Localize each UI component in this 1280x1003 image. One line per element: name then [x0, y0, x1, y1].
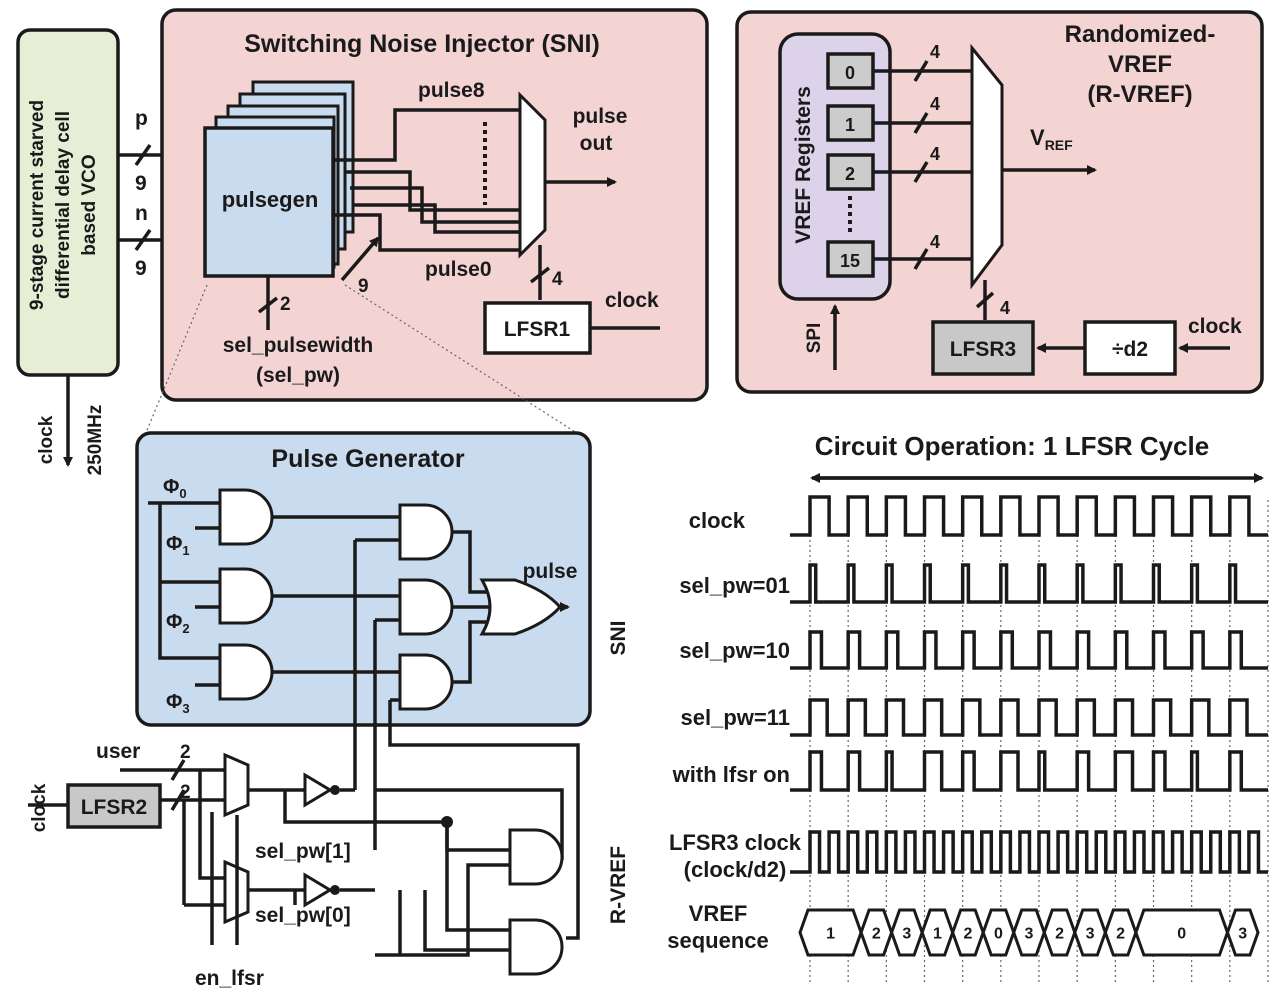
- phi1-label: Φ1: [166, 533, 190, 558]
- wave-selpw10: [790, 630, 1268, 670]
- wave-selpw01: [790, 563, 1268, 604]
- user-label: user: [96, 740, 140, 763]
- sni-clock-label: clock: [605, 289, 659, 312]
- stack-width-label: 9: [358, 276, 369, 297]
- n-width: 9: [135, 257, 147, 280]
- vref-register-2: 2: [845, 164, 855, 184]
- sel-pw0-label: sel_pw[0]: [255, 904, 351, 927]
- vref-seq-value: 3: [902, 926, 911, 943]
- wave-clock: [790, 495, 1268, 537]
- vco-freq-label: 250MHz: [85, 405, 106, 476]
- sni-sel-width: 2: [280, 294, 291, 315]
- vref-seq-value: 2: [1116, 926, 1125, 943]
- rvref-title-line3: (R-VREF): [1087, 81, 1192, 108]
- row-label-lfsr-on: with lfsr on: [672, 762, 790, 787]
- pulsegen-label: pulsegen: [222, 187, 319, 212]
- timing-group-rvref: R-VREF: [607, 846, 630, 924]
- bus-width-1: 4: [930, 94, 940, 114]
- row-label-vref-line1: VREF: [689, 901, 748, 926]
- user-width: 2: [180, 742, 191, 763]
- vref-seq-value: 3: [1238, 926, 1247, 943]
- sel-pw-label: (sel_pw): [256, 364, 340, 387]
- spi-label: SPI: [804, 323, 825, 354]
- vref-seq-value: 0: [1177, 926, 1186, 943]
- timing-group-sni: SNI: [607, 620, 630, 655]
- sel-pw1-label: sel_pw[1]: [255, 840, 351, 863]
- pulse-generator-block: Pulse Generator Φ0 Φ1 Φ2 Φ3 pulse: [135, 431, 592, 727]
- pulse-out-line2: out: [580, 132, 613, 155]
- pulse-label: pulse: [523, 560, 578, 583]
- timing-diagram: Circuit Operation: 1 LFSR Cycle SNI R-VR…: [607, 431, 1269, 985]
- lfsr2-width: 2: [180, 782, 191, 803]
- row-label-clock: clock: [689, 508, 746, 533]
- vco-label-line1: 9-stage current starved: [27, 100, 48, 310]
- rvref-block: Randomized- VREF (R-VREF) VREF Registers…: [735, 10, 1264, 394]
- vref-seq-value: 2: [1055, 926, 1064, 943]
- vco-label-line2: differential delay cell: [53, 111, 74, 299]
- sel-pulsewidth-label: sel_pulsewidth: [223, 334, 374, 357]
- phi3-label: Φ3: [166, 691, 190, 716]
- vref-sequence-bus: 1 2 3 1 2 0 3 2 3 2 0 3: [798, 908, 1260, 957]
- lfsr1-width: 4: [552, 269, 563, 290]
- pulse0-label: pulse0: [425, 258, 492, 281]
- vref-seq-value: 0: [994, 926, 1003, 943]
- vref-out-label: VREF: [1030, 125, 1073, 153]
- sni-title: Switching Noise Injector (SNI): [244, 30, 600, 58]
- divider-label: ÷d2: [1112, 338, 1148, 361]
- vref-register-0: 0: [845, 63, 855, 83]
- vref-seq-value: 1: [933, 926, 942, 943]
- vref-bus-segment: [1225, 908, 1260, 957]
- phi2-label: Φ2: [166, 611, 190, 636]
- row-label-selpw11: sel_pw=11: [681, 705, 790, 730]
- lfsr3-width: 4: [1000, 298, 1010, 318]
- row-label-lfsr3-line2: (clock/d2): [684, 857, 787, 882]
- row-label-lfsr3-line1: LFSR3 clock: [669, 830, 802, 855]
- control-logic: clock LFSR2 user 2 2 en_lfsr sel_pw[1]: [28, 540, 580, 990]
- vref-seq-value: 2: [963, 926, 972, 943]
- vref-register-1: 1: [845, 115, 855, 135]
- vco-clock-label: clock: [36, 415, 57, 464]
- p-label: p: [135, 107, 148, 130]
- pulse8-label: pulse8: [418, 79, 485, 102]
- row-label-selpw01: sel_pw=01: [679, 573, 790, 598]
- vref-seq-value: 2: [872, 926, 881, 943]
- phi0-label: Φ0: [163, 476, 187, 501]
- rvref-title-line2: VREF: [1108, 51, 1172, 78]
- rvref-clock-label: clock: [1188, 315, 1242, 338]
- p-width: 9: [135, 172, 147, 195]
- row-label-vref-line2: sequence: [667, 928, 769, 953]
- bus-width-2: 4: [930, 144, 940, 164]
- vref-register-15: 15: [840, 251, 860, 271]
- rvref-title-line1: Randomized-: [1065, 21, 1216, 48]
- en-lfsr-label: en_lfsr: [195, 967, 264, 990]
- row-label-selpw10: sel_pw=10: [679, 638, 790, 663]
- bus-width-15: 4: [930, 232, 940, 252]
- ctrl-clock-label: clock: [29, 783, 50, 832]
- vref-registers-label: VREF Registers: [792, 86, 815, 244]
- wave-lfsr3-clock: [790, 830, 1268, 874]
- bus-width-0: 4: [930, 42, 940, 62]
- vref-seq-value: 3: [1086, 926, 1095, 943]
- wave-lfsr-on: [790, 750, 1268, 792]
- lfsr1-label: LFSR1: [504, 318, 571, 341]
- vref-seq-value: 3: [1025, 926, 1034, 943]
- vref-seq-value: 1: [826, 926, 835, 943]
- timing-waveforms: [790, 495, 1268, 874]
- vco-label-line3: based VCO: [79, 154, 100, 255]
- lfsr3-label: LFSR3: [950, 338, 1017, 361]
- timing-title: Circuit Operation: 1 LFSR Cycle: [815, 431, 1209, 461]
- wave-selpw11: [790, 698, 1268, 737]
- vco-block: 9-stage current starved differential del…: [16, 28, 205, 476]
- pulse-gen-title: Pulse Generator: [271, 445, 464, 473]
- n-label: n: [135, 202, 148, 225]
- lfsr2-label: LFSR2: [81, 796, 148, 819]
- pulse-out-line1: pulse: [573, 105, 628, 128]
- sni-block: Switching Noise Injector (SNI) pulsegen …: [160, 8, 709, 402]
